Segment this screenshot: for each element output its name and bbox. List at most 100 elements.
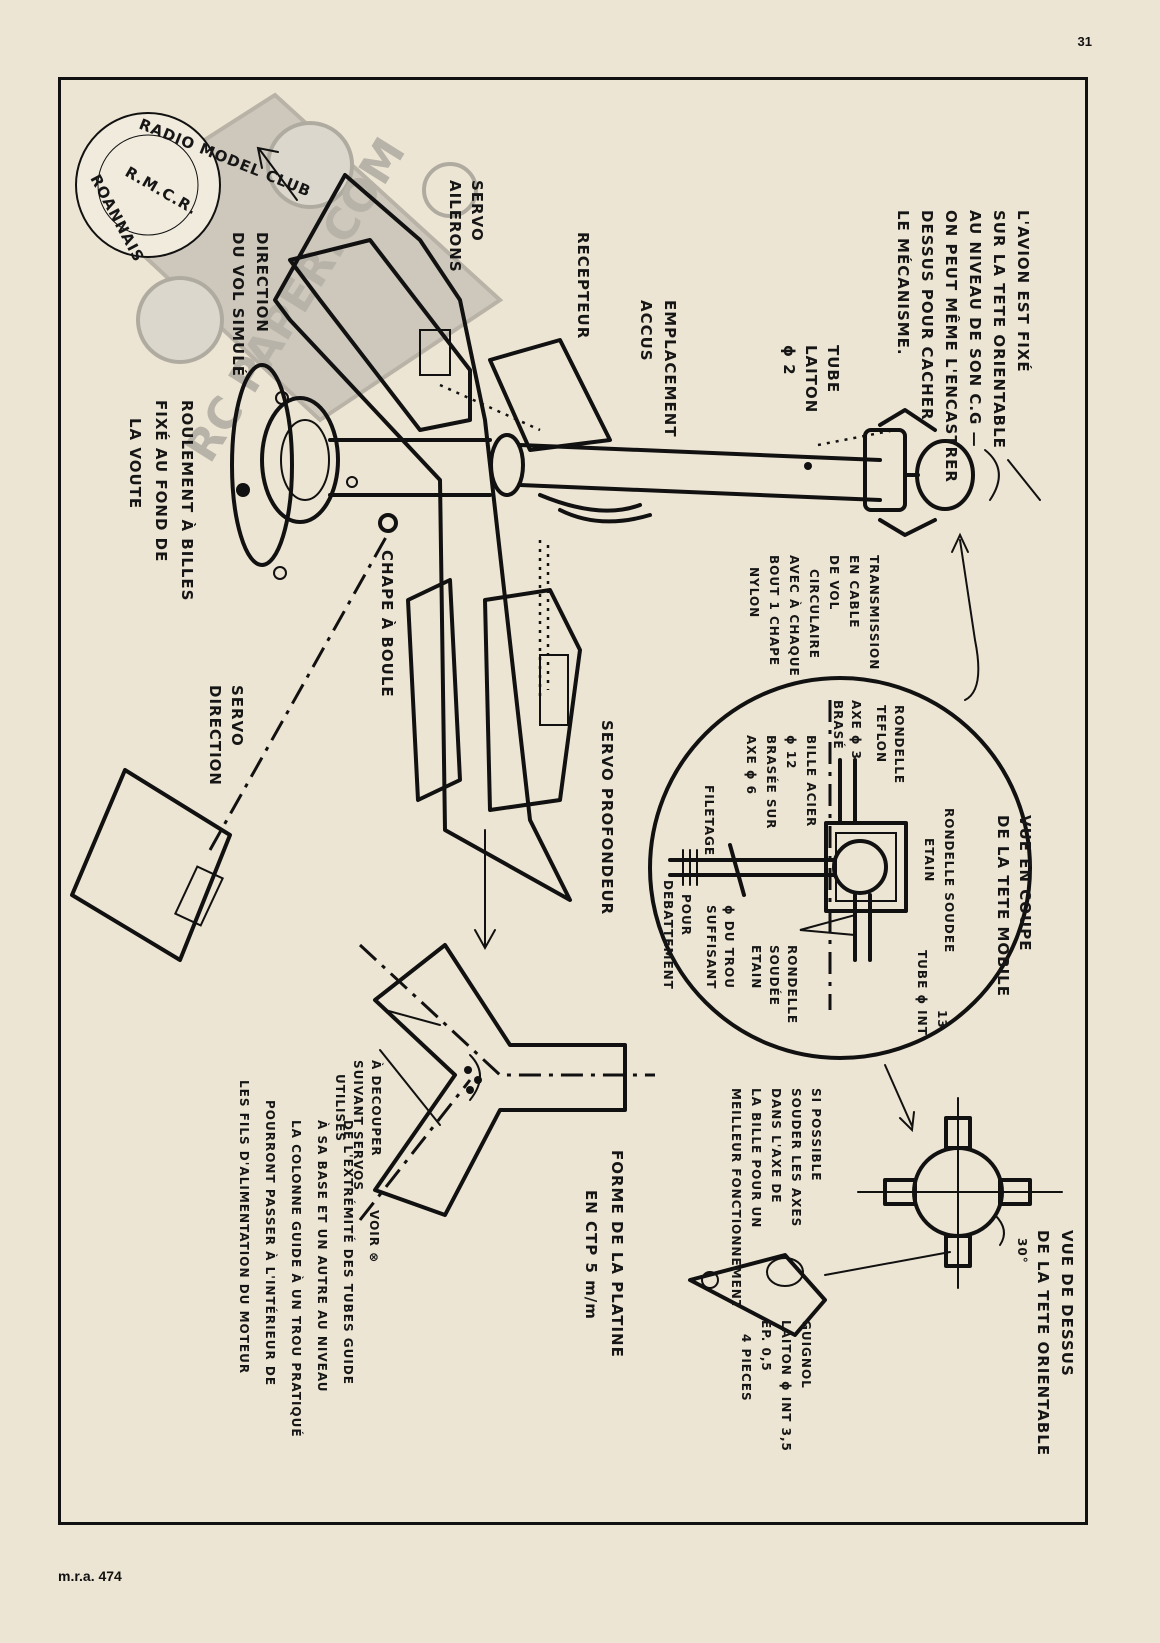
transmission-line-6: BOUT 1 CHAPE [767, 555, 781, 666]
page-number: 31 [1077, 34, 1092, 49]
label-recepteur: RECEPTEUR [574, 232, 592, 339]
roulement-line-1: ROULEMENT À BILLES [178, 400, 197, 601]
platine-shape [358, 943, 655, 1221]
guignol-line-2: LAITON ϕ INT 3,5 [779, 1320, 793, 1452]
main-mechanism [230, 146, 1041, 951]
trou-suffisant-line-1: ϕ DU TROU [722, 905, 736, 989]
label-axe-brase: AXE ϕ 3 BRASÉ [831, 700, 863, 760]
direction-vol-line-2: DU VOL SIMULÉ [229, 232, 248, 377]
profondeur-line-1: SERVO PROFONDEUR [598, 720, 616, 915]
label-rondelle-teflon: RONDELLE TEFLON [874, 705, 906, 784]
tube-int-line-2: 13 [935, 1010, 949, 1029]
label-transmission: TRANSMISSION EN CABLE DE VOL CIRCULAIRE … [747, 555, 881, 677]
vue-dessus-line-2: DE LA TETE ORIENTABLE [1034, 1230, 1052, 1456]
accus-line-1: EMPLACEMENT [661, 300, 679, 438]
steel-ball [832, 839, 888, 895]
label-forme-platine: FORME DE LA PLATINE EN CTP 5 m/m [582, 1150, 626, 1358]
rudder-servo [70, 529, 392, 962]
direction-vol-line-1: DIRECTION [253, 232, 271, 333]
label-vue-coupe: VUE EN COUPE DE LA TETE MOBILE [994, 815, 1034, 997]
bille-line-4: AXE ϕ 6 [744, 735, 758, 795]
intro-line-6: LE MÉCANISME. [894, 210, 913, 356]
fils-line-4: À SA BASE ET UN AUTRE AU NIVEAU [315, 1120, 330, 1393]
label-fils: LES FILS D'ALIMENTATION DU MOTEUR POURRO… [237, 1080, 381, 1438]
filetage-line-1: FILETAGE [702, 785, 716, 856]
chape-boule-line-1: CHAPE À BOULE [378, 550, 397, 698]
label-servo-direction: SERVO DIRECTION [206, 685, 246, 786]
label-direction-vol: DIRECTION DU VOL SIMULÉ [229, 232, 271, 377]
label-a-decouper: À DECOUPER SUIVANT SERVOS UTILISÉS [333, 1060, 384, 1191]
intro-line-4: ON PEUT MÊME L'ENCASTRER [942, 210, 961, 483]
label-intro: L'AVION EST FIXÉ SUR LA TETE ORIENTABLE … [894, 210, 1033, 483]
label-si-possible: SI POSSIBLE SOUDER LES AXES DANS L'AXE D… [729, 1088, 823, 1309]
aileron-servo [288, 238, 472, 432]
transmission-line-1: TRANSMISSION [867, 555, 881, 670]
receiver-box [488, 338, 612, 452]
fils-line-6: VOIR ⊗ [367, 1210, 381, 1263]
si-possible-line-4: LA BILLE POUR UN [749, 1088, 763, 1228]
bille-line-1: BILLE ACIER [804, 735, 818, 827]
section-view-circle [648, 676, 1032, 1060]
rondelle2-line-3: ETAIN [749, 945, 763, 989]
label-rondelle-soudee-2: RONDELLE SOUDÉE ETAIN [749, 945, 799, 1024]
label-guignol: GUIGNOL LAITON ϕ INT 3,5 EP. 0,5 4 PIECE… [739, 1320, 813, 1452]
decouper-line-2: SUIVANT SERVOS [351, 1060, 365, 1191]
label-servo-ailerons: SERVO AILERONS [446, 180, 486, 273]
trou-line-2: DEBATTEMENT [661, 880, 675, 990]
si-possible-line-2: SOUDER LES AXES [789, 1088, 803, 1227]
bille-line-3: BRASÉE SUR [764, 735, 779, 830]
fils-line-1: LES FILS D'ALIMENTATION DU MOTEUR [237, 1080, 251, 1374]
label-vue-dessus: VUE DE DESSUS DE LA TETE ORIENTABLE [1034, 1230, 1076, 1456]
label-trou: POUR DEBATTEMENT [661, 880, 693, 990]
vue-coupe-line-1: VUE EN COUPE [1016, 815, 1034, 951]
rondelle2-line-1: RONDELLE [785, 945, 799, 1024]
fils-line-5: DE L'EXTRÉMITÉ DES TUBES GUIDE [341, 1120, 356, 1385]
intro-line-2: SUR LA TETE ORIENTABLE [990, 210, 1008, 449]
guignol-line-4: 4 PIECES [739, 1334, 753, 1402]
brass-tubes [518, 443, 882, 502]
ailerons-line-2: AILERONS [446, 180, 464, 273]
label-rondelle-soudee: RONDELLE SOUDEE ETAIN [922, 808, 956, 953]
tube-laiton-line-1: TUBE [824, 345, 842, 393]
vue-coupe-line-2: DE LA TETE MOBILE [994, 815, 1012, 997]
forme-line-2: EN CTP 5 m/m [582, 1190, 600, 1320]
servo-direction-line-1: SERVO [228, 685, 246, 747]
rondelle2-line-2: SOUDÉE [767, 945, 782, 1006]
guignol-part [688, 1251, 951, 1337]
forme-line-1: FORME DE LA PLATINE [608, 1150, 626, 1358]
servo-direction-line-2: DIRECTION [206, 685, 224, 786]
fils-line-2: POURRONT PASSER À L'INTÉRIEUR DE [263, 1100, 278, 1386]
roulement-line-2: FIXÉ AU FOND DE [152, 400, 171, 562]
transmission-line-7: NYLON [747, 567, 761, 618]
si-possible-line-5: MEILLEUR FONCTIONNEMENT [729, 1088, 743, 1309]
guignol-line-1: GUIGNOL [799, 1320, 813, 1389]
trou-line-1: POUR [679, 894, 693, 936]
section-view [648, 532, 1032, 1060]
intro-line-1: L'AVION EST FIXÉ [1014, 210, 1033, 373]
page-footer: m.r.a. 474 [58, 1568, 122, 1584]
transmission-line-5: AVEC À CHAQUE [787, 555, 802, 677]
guignol-line-3: EP. 0,5 [759, 1320, 773, 1372]
roulement-line-3: LA VOUTE [126, 418, 144, 509]
decouper-line-1: À DECOUPER [369, 1060, 384, 1157]
elevator-servo [483, 588, 582, 812]
accus-line-2: ACCUS [637, 300, 655, 362]
si-possible-line-1: SI POSSIBLE [809, 1088, 823, 1181]
label-bille-acier: BILLE ACIER ϕ 12 BRASÉE SUR AXE ϕ 6 [744, 735, 818, 830]
bille-line-2: ϕ 12 [784, 735, 798, 769]
label-trou-suffisant: ϕ DU TROU SUFFISANT [704, 905, 736, 989]
si-possible-line-3: DANS L'AXE DE [769, 1088, 783, 1204]
fils-line-3: LA COLONNE GUIDE À UN TROU PRATIQUÉ [289, 1120, 304, 1438]
tube-int-line-1: TUBE ϕ INT [915, 950, 929, 1036]
teflon-line-2: TEFLON [874, 705, 888, 763]
label-tube-laiton: TUBE LAITON ϕ 2 [780, 345, 842, 413]
rondelle-soudee-line-2: ETAIN [922, 838, 936, 882]
guide-column [328, 438, 492, 497]
recepteur-line-1: RECEPTEUR [574, 232, 592, 339]
intro-line-5: DESSUS POUR CACHER [918, 210, 936, 421]
label-roulement: ROULEMENT À BILLES FIXÉ AU FOND DE LA VO… [126, 400, 197, 601]
ball-bearing [260, 396, 340, 524]
axe-brase-line-2: BRASÉ [831, 700, 846, 750]
rondelle-soudee-line-1: RONDELLE SOUDEE [942, 808, 956, 953]
